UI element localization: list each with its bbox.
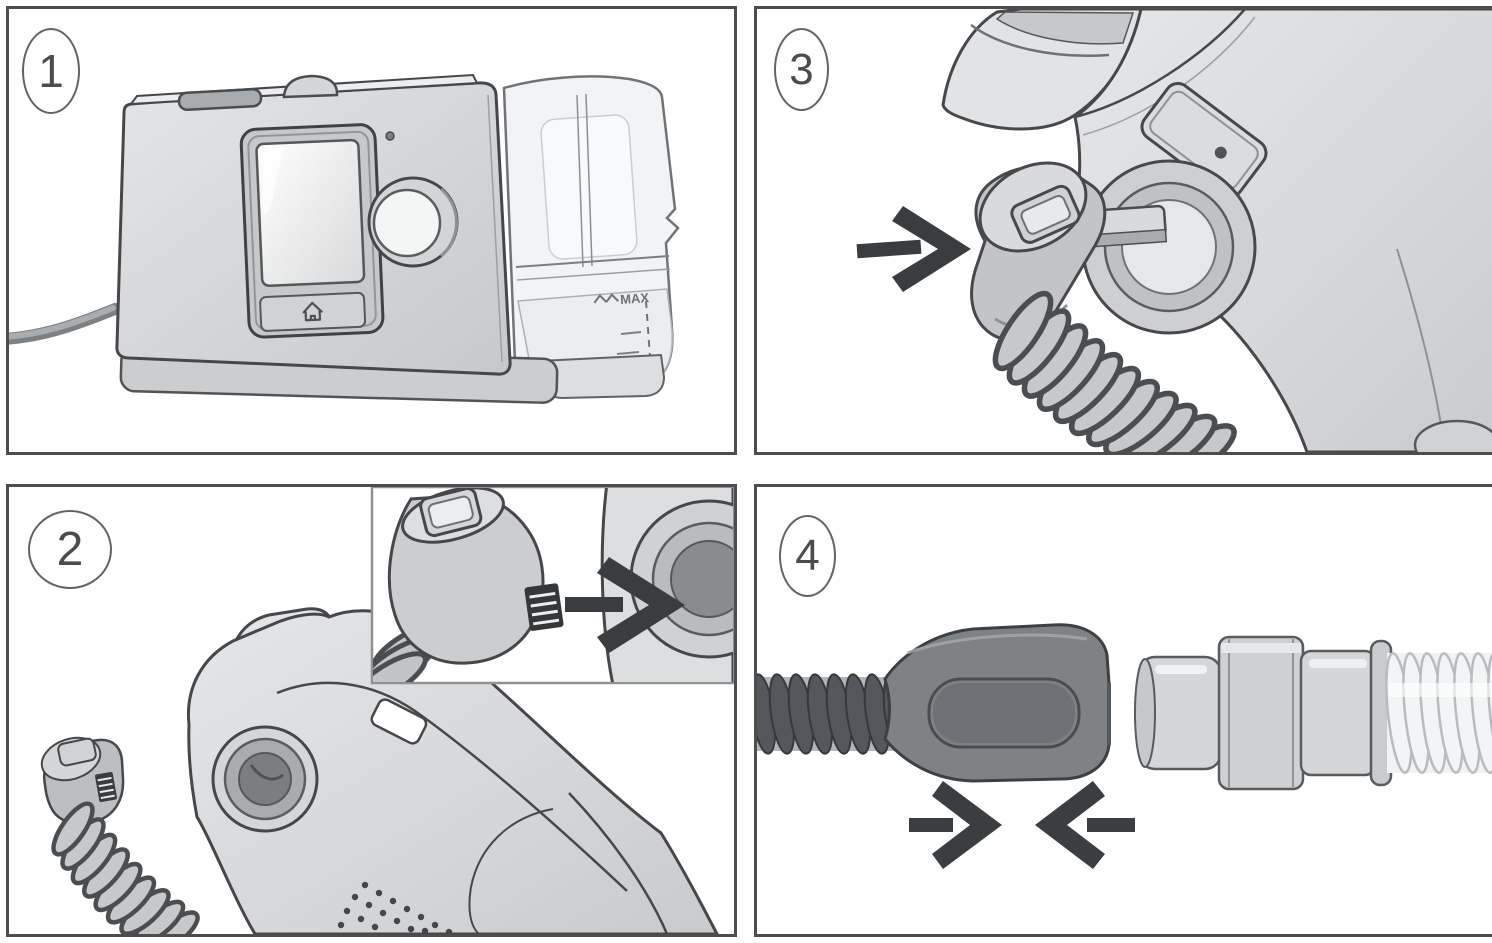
elbow-closeup xyxy=(373,488,564,682)
push-right-arrow-icon xyxy=(856,206,971,292)
water-tub: MAX xyxy=(502,75,680,400)
tube-elbow-connector xyxy=(40,736,125,825)
inset-closeup xyxy=(370,487,734,685)
mask-tube-connector xyxy=(1134,635,1393,791)
panel-step-2: 2 xyxy=(6,484,737,937)
top-knob-bump xyxy=(282,74,339,99)
heated-tube-ribs xyxy=(51,801,200,934)
push-right-arrow-icon xyxy=(565,557,685,653)
power-inlet xyxy=(370,698,428,745)
carry-handle-slot xyxy=(177,88,263,111)
electrical-contacts-closeup xyxy=(524,583,564,631)
heated-tube-ribs xyxy=(992,290,1237,452)
elbow-release-clip xyxy=(57,737,97,767)
panel4-illustration xyxy=(757,623,1492,869)
air-outlet xyxy=(211,725,319,833)
status-led xyxy=(385,131,395,141)
tube-cuff xyxy=(883,623,1111,783)
push-left-arrow-icon xyxy=(1035,781,1135,869)
home-house-icon xyxy=(302,301,323,322)
electrical-contacts xyxy=(95,771,117,803)
step-number-badge: 2 xyxy=(28,510,112,589)
step-number-badge: 4 xyxy=(779,515,836,597)
control-dial xyxy=(367,176,459,268)
step-number-badge: 3 xyxy=(774,28,829,111)
panel-step-3: 3 xyxy=(754,6,1492,455)
panel1-illustration: MAX xyxy=(9,73,680,404)
push-together-arrows-icon xyxy=(909,781,1135,869)
mask-tube-clear xyxy=(1385,652,1492,774)
tube-elbow-connector xyxy=(970,161,1107,342)
max-level-marking: MAX xyxy=(593,290,650,307)
power-cord xyxy=(9,303,121,345)
elbow-release-clip xyxy=(1010,184,1081,244)
device-rear-view xyxy=(186,607,719,934)
speaker-grille xyxy=(337,881,453,934)
push-right-arrow-icon xyxy=(909,781,1002,869)
panel3-illustration xyxy=(856,9,1492,452)
air-outlet xyxy=(1081,159,1257,335)
home-button xyxy=(259,291,367,332)
device-corner xyxy=(941,9,1492,452)
svg-text:MAX: MAX xyxy=(620,290,650,307)
panel-step-4: 4 xyxy=(754,484,1492,937)
step-number-badge: 1 xyxy=(22,28,80,114)
filter-cover-button xyxy=(1140,82,1268,198)
panel-step-1: 1 xyxy=(6,6,737,455)
display-screen xyxy=(239,123,385,339)
panel2-illustration xyxy=(40,487,734,934)
